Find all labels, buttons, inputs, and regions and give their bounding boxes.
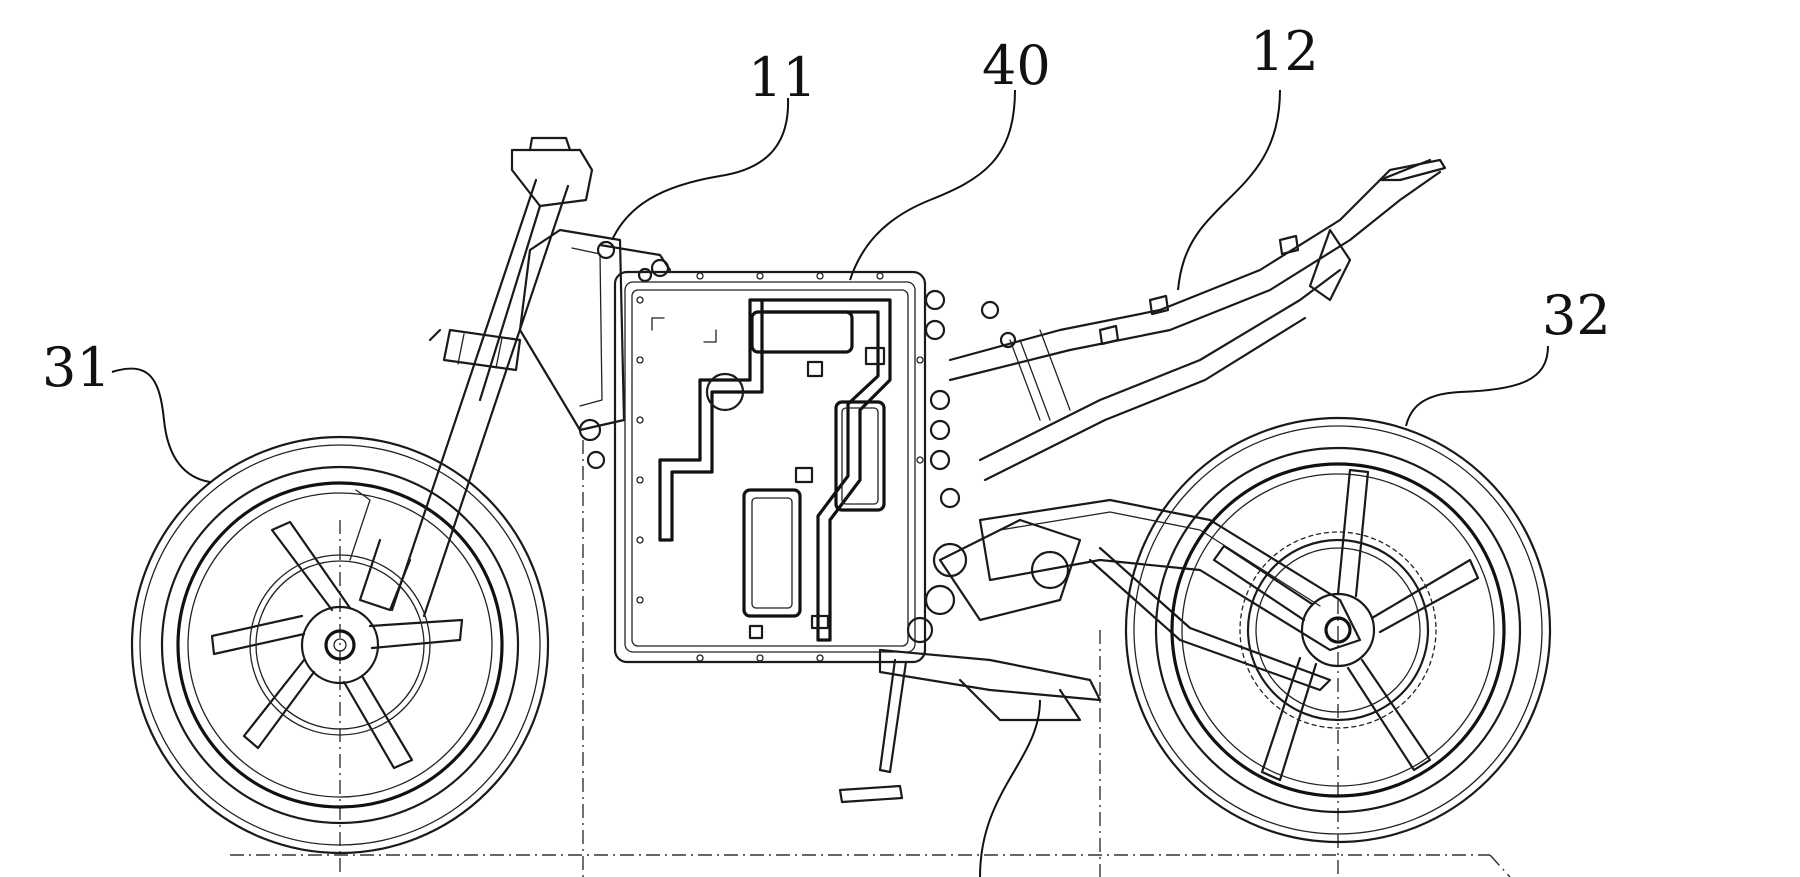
leader-lines (111, 89, 1549, 877)
swing-arm (838, 498, 1362, 804)
battery-pack (613, 270, 961, 664)
front-frame (518, 228, 672, 470)
rear-wheel (1124, 416, 1552, 844)
reference-numerals: 31 11 40 12 32 (42, 20, 1611, 399)
front-fork (349, 136, 594, 618)
front-wheel (130, 435, 550, 855)
construction-lines (230, 440, 1511, 877)
rear-frame (948, 158, 1447, 482)
label-31: 31 (42, 336, 111, 399)
label-32: 32 (1542, 284, 1611, 347)
label-11: 11 (748, 46, 817, 109)
label-40: 40 (982, 34, 1051, 97)
label-12: 12 (1250, 20, 1319, 83)
